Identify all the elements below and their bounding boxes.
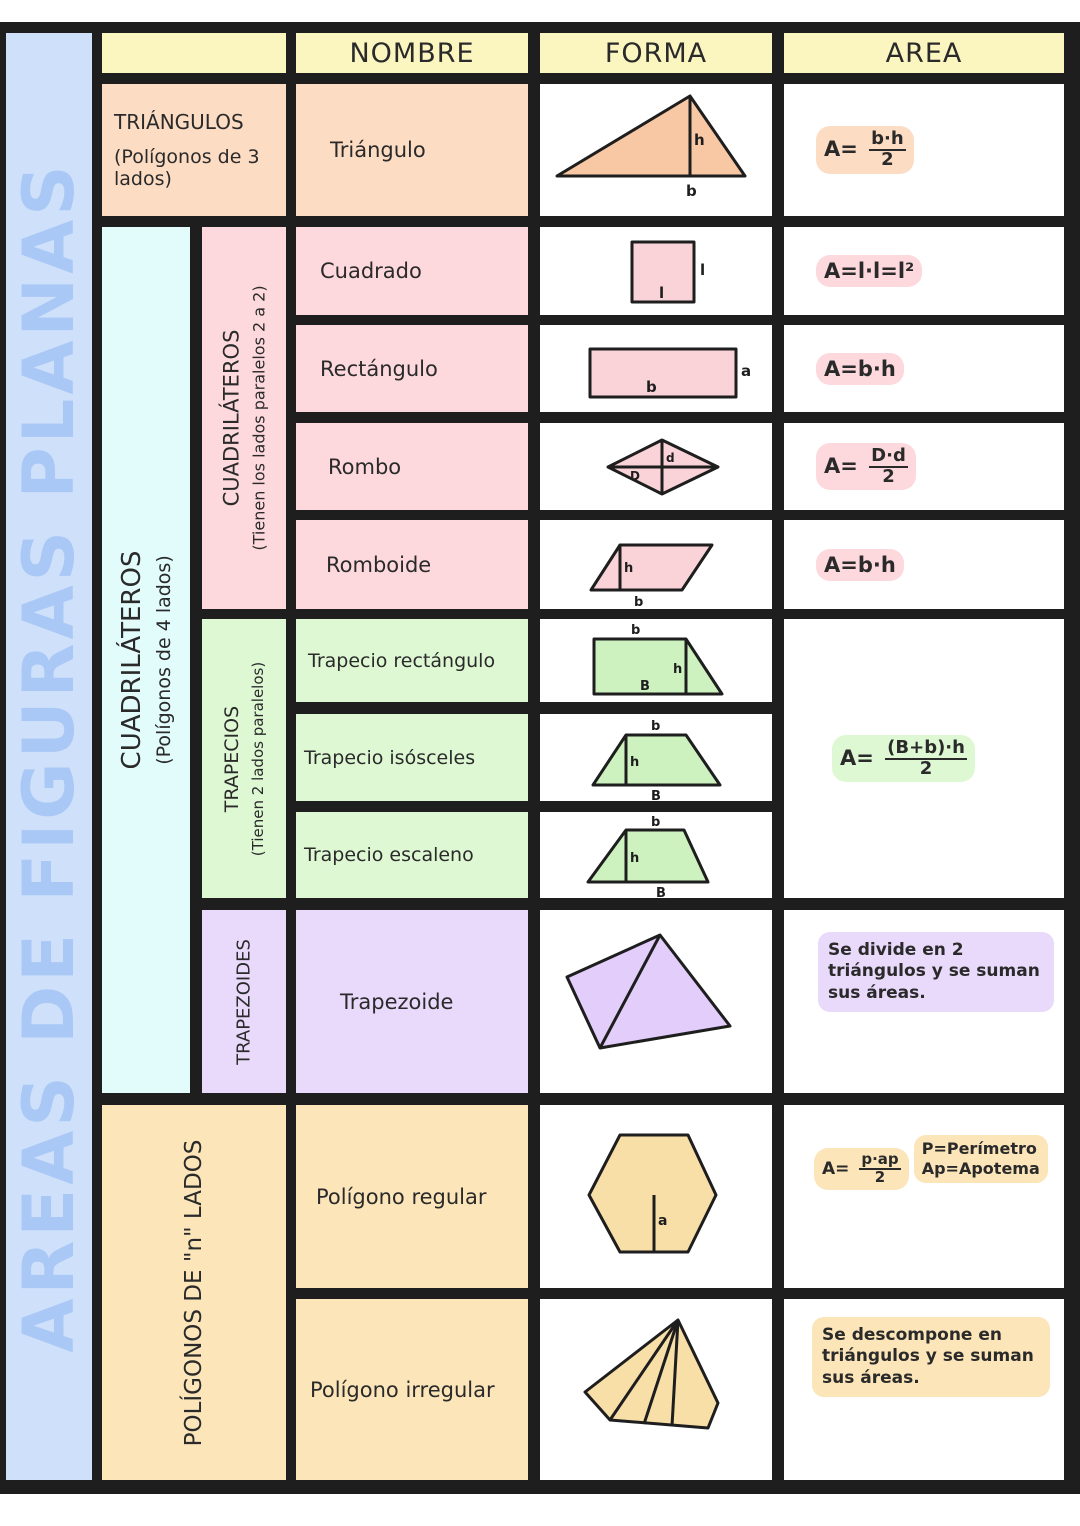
formula-regular-perimetro: P=Perímetro bbox=[921, 1139, 1037, 1158]
group-trapecios-title: TRAPECIOS bbox=[221, 705, 243, 812]
header-forma: FORMA bbox=[540, 33, 772, 73]
header-empty-cell bbox=[102, 33, 286, 73]
formula-regular-num: p·ap bbox=[859, 1150, 901, 1170]
row-name-trapecio-rectangulo: Trapecio rectángulo bbox=[296, 619, 528, 702]
area-cell-trapecios: A= (B+b)·h 2 bbox=[784, 619, 1064, 898]
formula-regular-apotema: Ap=Apotema bbox=[921, 1159, 1040, 1178]
area-cell-poligono-regular: A= p·ap 2 P=Perímetro Ap=Apotema bbox=[784, 1105, 1064, 1288]
row-name-rombo: Rombo bbox=[296, 423, 528, 510]
group-cuadrilateros-subtitle: (Polígonos de 4 lados) bbox=[153, 555, 175, 765]
formula-rombo-lhs: A= bbox=[824, 453, 858, 478]
formula-trapecios-den: 2 bbox=[919, 757, 933, 779]
shape-cell-rectangulo bbox=[540, 325, 772, 412]
area-cell-cuadrado: A=l·l=l² bbox=[784, 227, 1064, 315]
group-triangulos: TRIÁNGULOS (Polígonos de 3 lados) bbox=[102, 84, 286, 216]
area-cell-romboide: A=b·h bbox=[784, 520, 1064, 609]
formula-triangulo: A= b·h 2 bbox=[816, 126, 914, 174]
shape-cell-romboide bbox=[540, 520, 772, 609]
row-name-rectangulo: Rectángulo bbox=[296, 325, 528, 412]
formula-trapezoide: Se divide en 2 triángulos y se suman sus… bbox=[818, 932, 1054, 1012]
header-nombre: NOMBRE bbox=[296, 33, 528, 73]
formula-rombo-num: D·d bbox=[869, 444, 908, 468]
formula-cuadrado: A=l·l=l² bbox=[816, 255, 923, 287]
group-trapecios-subtitle: (Tienen 2 lados paralelos) bbox=[249, 661, 267, 856]
shape-cell-trapecio-escaleno bbox=[540, 812, 772, 898]
shape-cell-trapecio-isosceles bbox=[540, 714, 772, 801]
row-name-poligono-regular: Polígono regular bbox=[296, 1105, 528, 1288]
area-cell-rombo: A= D·d 2 bbox=[784, 423, 1064, 510]
row-name-trapecio-escaleno: Trapecio escaleno bbox=[296, 812, 528, 898]
shape-cell-trapezoide bbox=[540, 910, 772, 1093]
area-cell-trapezoide: Se divide en 2 triángulos y se suman sus… bbox=[784, 910, 1064, 1093]
group-triangulos-title: TRIÁNGULOS bbox=[114, 110, 244, 134]
formula-romboide: A=b·h bbox=[816, 548, 904, 581]
shape-cell-poligono-irregular bbox=[540, 1299, 772, 1480]
formula-triangulo-den: 2 bbox=[881, 149, 894, 170]
formula-regular-den: 2 bbox=[874, 1168, 886, 1186]
shape-cell-rombo bbox=[540, 423, 772, 510]
row-name-triangulo: Triángulo bbox=[296, 84, 528, 216]
formula-triangulo-num: b·h bbox=[869, 128, 906, 151]
formula-trapecios: A= (B+b)·h 2 bbox=[832, 734, 975, 783]
area-cell-triangulo: A= b·h 2 bbox=[784, 84, 1064, 216]
row-name-poligono-irregular: Polígono irregular bbox=[296, 1299, 528, 1480]
shape-cell-poligono-regular bbox=[540, 1105, 772, 1288]
row-name-romboide: Romboide bbox=[296, 520, 528, 609]
group-trapezoides: TRAPEZOIDES bbox=[202, 910, 286, 1093]
title-column: AREAS DE FIGURAS PLANAS bbox=[6, 33, 92, 1480]
shape-cell-triangulo bbox=[540, 84, 772, 216]
group-paralelogramos-title: CUADRILÁTEROS bbox=[219, 329, 244, 507]
group-poligonos: POLÍGONOS DE "n" LADOS bbox=[102, 1105, 286, 1480]
page-title: AREAS DE FIGURAS PLANAS bbox=[8, 160, 90, 1353]
area-cell-poligono-irregular: Se descompone en triángulos y se suman s… bbox=[784, 1299, 1064, 1480]
formula-regular-lhs: A= bbox=[822, 1159, 850, 1179]
group-paralelogramos-subtitle: (Tienen los lados paralelos 2 a 2) bbox=[249, 285, 269, 551]
formula-rombo-den: 2 bbox=[882, 465, 895, 487]
group-poligonos-title: POLÍGONOS DE "n" LADOS bbox=[181, 1139, 207, 1446]
formula-trapecios-num: (B+b)·h bbox=[885, 736, 967, 760]
area-cell-rectangulo: A=b·h bbox=[784, 325, 1064, 412]
group-triangulos-subtitle: (Polígonos de 3 lados) bbox=[114, 146, 260, 190]
group-cuadrilateros: CUADRILÁTEROS (Polígonos de 4 lados) bbox=[102, 227, 190, 1093]
formula-regular: A= p·ap 2 bbox=[814, 1148, 909, 1190]
shape-cell-trapecio-rectangulo bbox=[540, 619, 772, 702]
row-name-trapecio-isosceles: Trapecio isósceles bbox=[296, 714, 528, 801]
row-name-trapezoide: Trapezoide bbox=[296, 910, 528, 1093]
formula-rombo: A= D·d 2 bbox=[816, 442, 916, 491]
group-trapezoides-title: TRAPEZOIDES bbox=[233, 938, 255, 1065]
shape-cell-cuadrado bbox=[540, 227, 772, 315]
formula-rectangulo: A=b·h bbox=[816, 352, 904, 385]
group-paralelogramos: CUADRILÁTEROS (Tienen los lados paralelo… bbox=[202, 227, 286, 609]
group-cuadrilateros-title: CUADRILÁTEROS bbox=[117, 550, 147, 770]
formula-irregular: Se descompone en triángulos y se suman s… bbox=[812, 1317, 1050, 1397]
group-trapecios: TRAPECIOS (Tienen 2 lados paralelos) bbox=[202, 619, 286, 898]
header-area: AREA bbox=[784, 33, 1064, 73]
row-name-cuadrado: Cuadrado bbox=[296, 227, 528, 315]
formula-triangulo-lhs: A= bbox=[824, 137, 858, 161]
formula-trapecios-lhs: A= bbox=[840, 745, 874, 770]
